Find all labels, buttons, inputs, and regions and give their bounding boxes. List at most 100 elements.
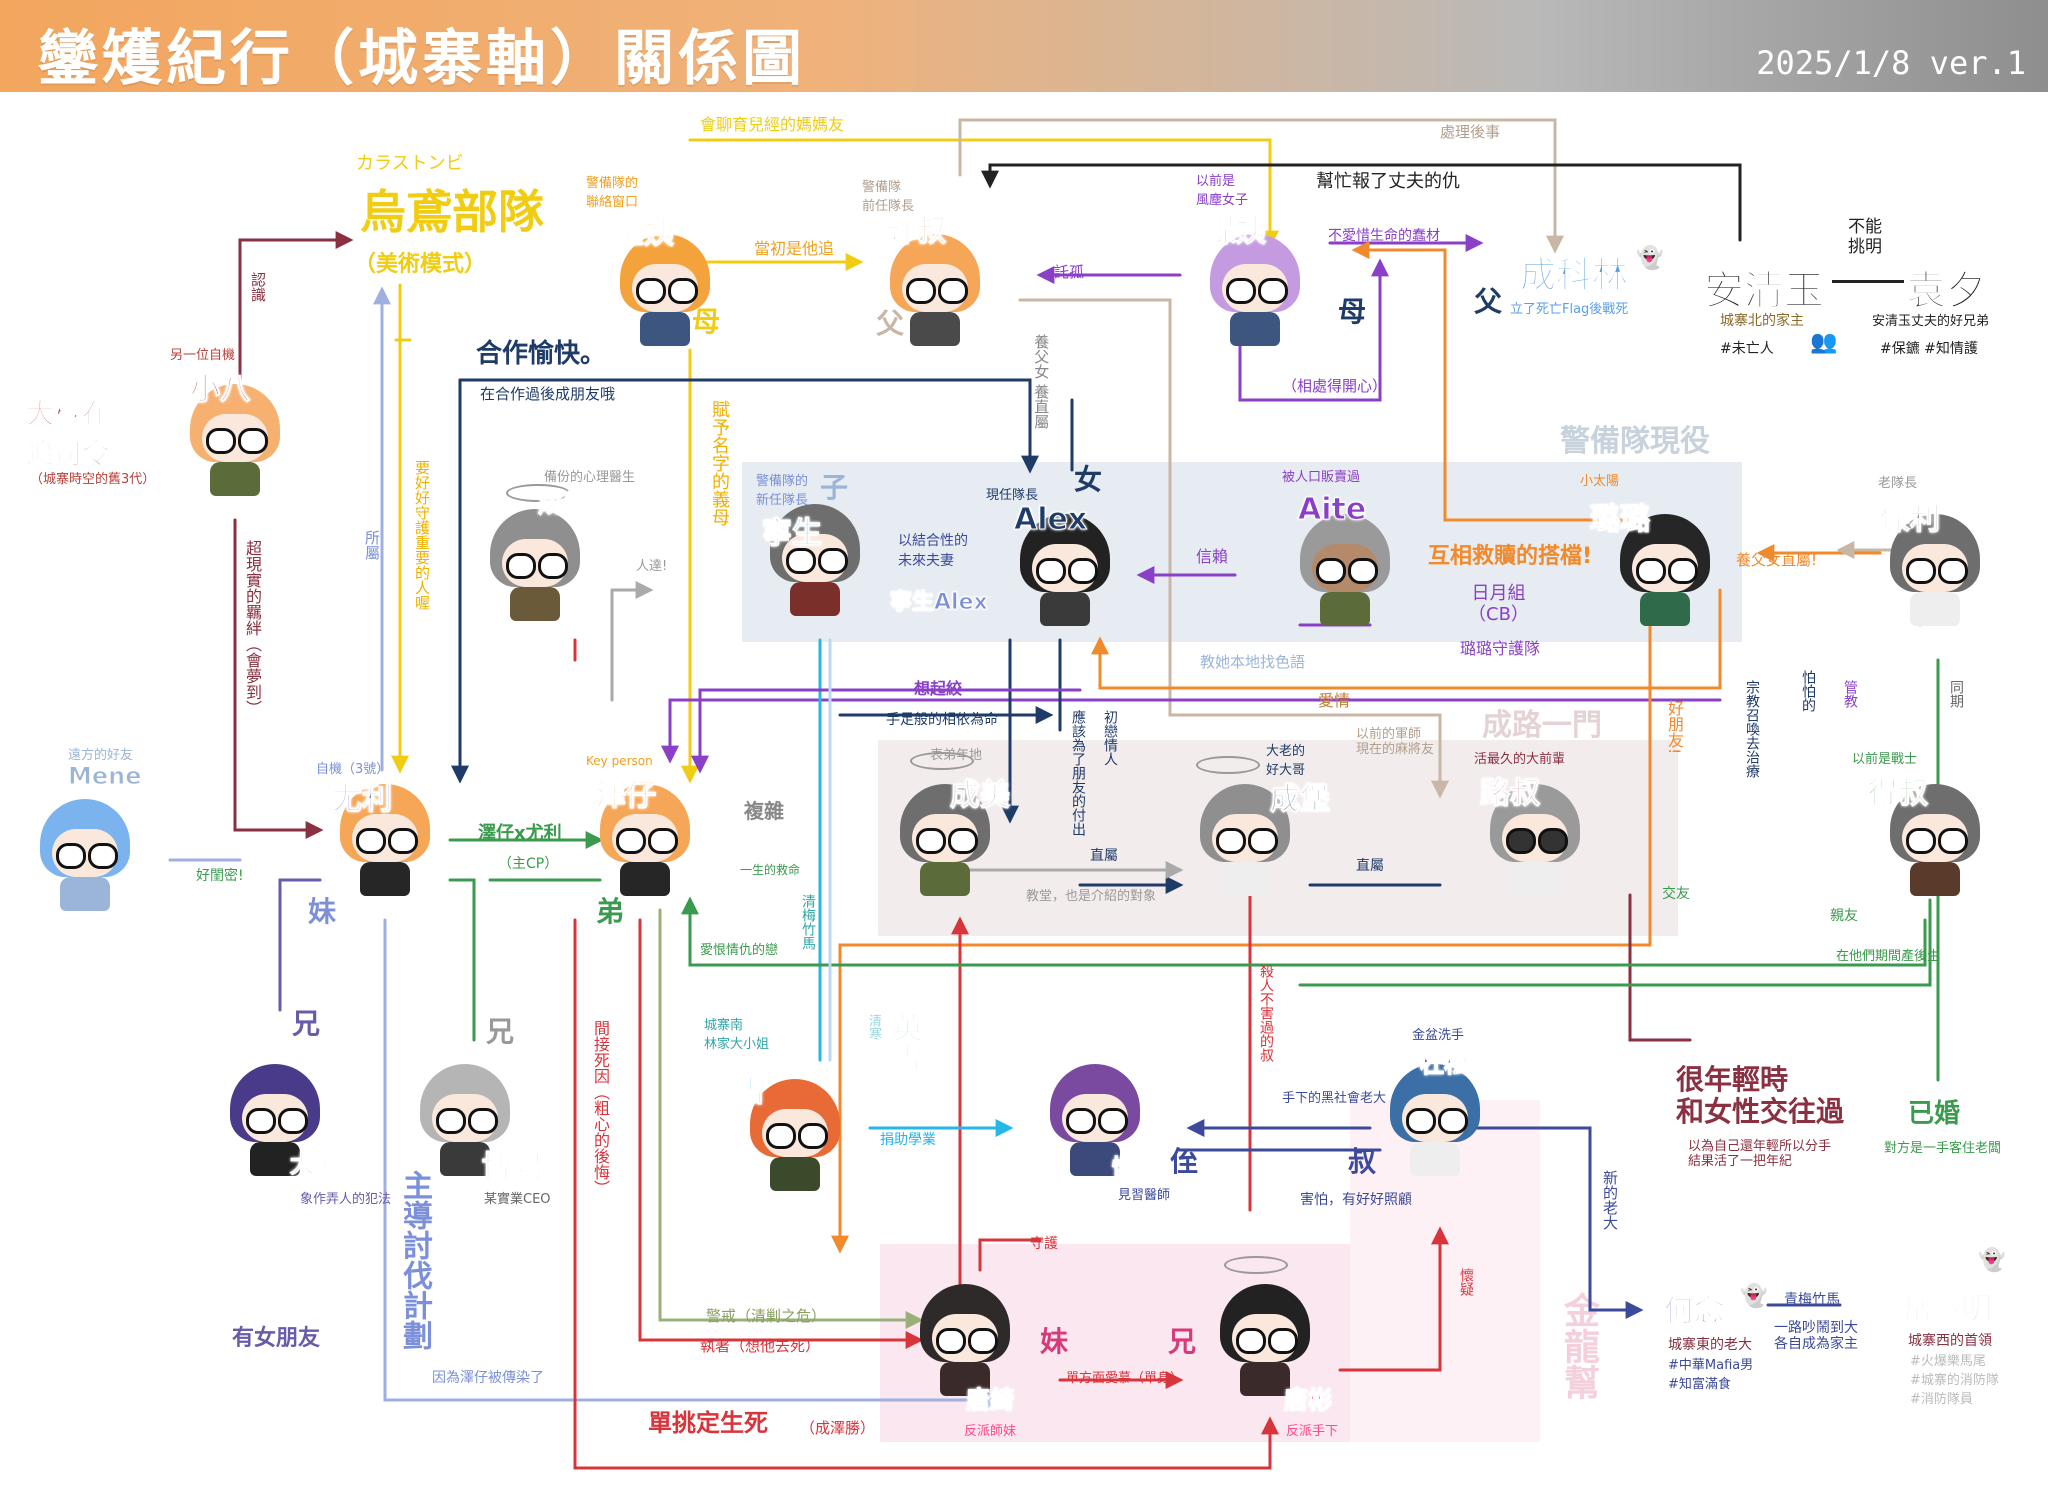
label-haopengyou: 好朋友! <box>1665 700 1684 755</box>
note-chengyinuo: 備份的心理醫生 <box>544 470 636 485</box>
name-lianruo: 憐若 <box>1111 1156 1157 1182</box>
label-zhitu: 教堂，也是介紹的對象 <box>1026 889 1157 904</box>
crow-small-title: カラストンビ <box>356 153 464 174</box>
char-tangqi[interactable] <box>910 1280 1020 1400</box>
char-alex[interactable] <box>1010 510 1120 630</box>
name-alex: Alex <box>1013 502 1088 538</box>
char-zezai[interactable] <box>590 780 700 900</box>
char-lele[interactable] <box>1610 510 1720 630</box>
label-xiangqin2: 想起絞 <box>914 679 963 698</box>
note-alex: 現任隊長 <box>986 488 1039 503</box>
char-chengmei[interactable] <box>890 780 1000 900</box>
label-henian-sub: 以為自己還年輕所以分手 結果活了一把年紀 <box>1688 1139 1832 1169</box>
label-chushu: 初戀情人 <box>1102 710 1118 766</box>
label-jiaoyou: 交友 <box>1662 886 1690 902</box>
tag-yaoyi: 母 <box>692 305 721 338</box>
name-dieyi: 蝶姨 <box>1206 214 1267 250</box>
char-huishu[interactable] <box>880 230 990 350</box>
char-chengbu[interactable] <box>1190 780 1300 900</box>
name-youli: 尤利 <box>332 782 393 818</box>
tag-dajin: 兄 <box>292 1007 321 1040</box>
note-xue: 城寨南 林家大小姐 <box>704 1018 770 1052</box>
char-mene[interactable] <box>30 795 140 915</box>
label-yangfu: 養父女直屬! <box>1736 551 1818 569</box>
note-tangbin: 反派手下 <box>1286 1424 1339 1439</box>
label-renshi: 認識 <box>249 272 267 302</box>
char-jieli[interactable] <box>1880 510 1990 630</box>
halo-chengmei <box>910 752 974 770</box>
label-lele-guard: 璐璐守護隊 <box>1460 639 1541 658</box>
char-ningsheng[interactable] <box>760 500 870 620</box>
char-tangbin[interactable] <box>1210 1280 1320 1400</box>
label-huijian: 害怕，有好好照顧 <box>1300 1192 1412 1208</box>
label-fanshi: 單方面愛慕（單身） <box>1066 1371 1184 1386</box>
char-lianruo[interactable] <box>1040 1060 1150 1180</box>
label-aite-hint: 教她本地找色語 <box>1200 653 1306 671</box>
label-zhudao: 主導討伐計劃 <box>397 1170 432 1350</box>
tag-lianruo: 侄 <box>1170 1145 1199 1178</box>
label-chuli: 處理後事 <box>1440 123 1501 141</box>
label-yihun: 已婚 <box>1908 1099 1961 1129</box>
note-lele: 小太陽 <box>1580 474 1620 489</box>
road-title: 成路一門 <box>1482 708 1602 743</box>
name-dusong: 杜松 <box>1420 1050 1469 1079</box>
char-xue[interactable] <box>740 1075 850 1195</box>
note-anqingyu: 城寨北的家主 <box>1720 313 1804 329</box>
ghost-icon: 👻 <box>1636 246 1664 271</box>
tags-yuanxi: #保鑣 #知情護 <box>1880 341 1978 357</box>
label-haogan: 好閨密! <box>196 868 244 884</box>
tags-henian: #中華Mafia男 #知富滿食 <box>1668 1358 1754 1392</box>
char-xiaoba[interactable] <box>180 380 290 500</box>
note-youli: 自機（3號） <box>316 762 390 777</box>
label-danshan-sub: （成澤勝） <box>800 1419 876 1437</box>
label-tuogu: 託孤 <box>1054 263 1085 281</box>
note-lushu: 活最久的大前輩 <box>1474 752 1566 767</box>
crow-sub: （美術模式） <box>354 252 487 277</box>
label-jianjie: 間接死因（粗心的後悔） <box>591 1020 610 1196</box>
char-deshu[interactable] <box>1880 780 1990 900</box>
char-dieyi[interactable] <box>1200 230 1310 350</box>
label-zhongqing: 在他們期間產後生 <box>1836 949 1941 964</box>
label-henian-title: 很年輕時 和女性交往過 <box>1676 1063 1845 1129</box>
label-jichu: 執著（想他去死） <box>700 1337 821 1355</box>
char-yaoyi[interactable] <box>610 230 720 350</box>
tag-chengkelin: 父 <box>1474 285 1503 318</box>
halo-chengbu <box>1196 756 1260 774</box>
char-boyang[interactable] <box>410 1060 520 1180</box>
page-title: 鑾矱紀行（城寨軸）關係圖 <box>38 24 806 94</box>
note-yuedengming: 城寨西的首領 <box>1908 1333 1992 1349</box>
label-kuaidi: 手足般的相依為命 <box>886 712 998 728</box>
label-zhishu: 直屬 <box>1090 848 1118 864</box>
halo-tangbin <box>1224 1256 1288 1274</box>
name-chengmei: 成美 <box>950 778 1011 814</box>
alex-caption-2: 寧生Alex <box>890 590 989 616</box>
name-dajin: 大金 <box>290 1150 339 1179</box>
label-jingjie: 警戒（清剿之危） <box>706 1307 827 1325</box>
note-huishu: 警備隊 前任隊長 <box>862 180 915 214</box>
char-dajin[interactable] <box>220 1060 330 1180</box>
tag-ningsheng: 子 <box>820 471 849 504</box>
label-bangmang: 幫忙報了丈夫的仇 <box>1316 171 1460 192</box>
label-chaoxian: 超現實的羈絆（會夢到） <box>243 540 262 716</box>
char-chengyinuo[interactable] <box>480 505 590 625</box>
note-lianruo: 見習醫師 <box>1118 1188 1171 1203</box>
name-deshu: 得叔 <box>1868 776 1929 812</box>
label-fuai: 愛情 <box>1318 691 1351 710</box>
char-dusong[interactable] <box>1380 1060 1490 1180</box>
note-deshu: 以前是戰士 <box>1852 752 1918 767</box>
label-danshan: 單挑定生死 <box>648 1409 768 1437</box>
label-yiqian: 以前的軍師 現在的麻將友 <box>1356 727 1435 757</box>
halo-chengyinuo <box>506 484 570 502</box>
name-dagai: 大概在 追司令 <box>25 397 111 471</box>
char-lushu[interactable] <box>1480 780 1590 900</box>
char-youli[interactable] <box>330 780 440 900</box>
crow-title: 烏鳶部隊 <box>360 185 544 239</box>
note-jieli: 老隊長 <box>1878 476 1918 491</box>
label-shunu: 殺人不害過的叔 <box>1258 964 1274 1062</box>
label-huji-ma: 會聊育兒經的媽媽友 <box>700 115 845 134</box>
tag-youli: 妹 <box>308 895 337 928</box>
label-pa: 怕怕的 <box>1800 670 1816 712</box>
label-quan: 管教 <box>1842 680 1858 708</box>
tag-boyang: 兄 <box>486 1015 515 1048</box>
char-aite[interactable] <box>1290 510 1400 630</box>
